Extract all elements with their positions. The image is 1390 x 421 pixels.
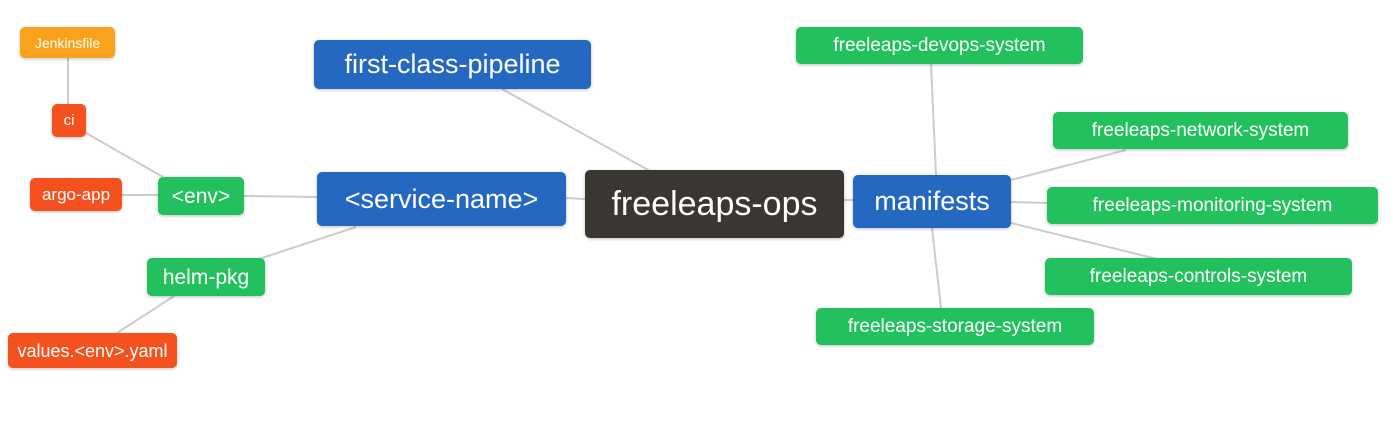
node-manifests[interactable]: manifests: [853, 175, 1011, 228]
edge-env-service-name: [243, 195, 318, 198]
node-freeleaps-controls-system[interactable]: freeleaps-controls-system: [1045, 258, 1352, 295]
node-jenkinsfile[interactable]: Jenkinsfile: [20, 27, 115, 58]
edge-manifests-monitoring: [1010, 201, 1048, 204]
edge-manifests-controls: [1010, 222, 1158, 260]
edge-pipeline-ops: [501, 88, 651, 172]
edge-service-name-ops: [565, 197, 586, 200]
node-freeleaps-monitoring-system[interactable]: freeleaps-monitoring-system: [1047, 187, 1378, 224]
node-freeleaps-storage-system[interactable]: freeleaps-storage-system: [816, 308, 1094, 345]
node-first-class-pipeline[interactable]: first-class-pipeline: [314, 40, 591, 89]
edge-manifests-network: [1010, 149, 1127, 181]
node-ci[interactable]: ci: [52, 104, 86, 137]
node-helm-pkg[interactable]: helm-pkg: [147, 258, 265, 296]
node-service-name[interactable]: <service-name>: [317, 172, 566, 226]
node-values-env-yaml[interactable]: values.<env>.yaml: [8, 333, 177, 368]
node-freeleaps-ops[interactable]: freeleaps-ops: [585, 170, 844, 238]
edge-ci-env: [85, 132, 164, 178]
edge-values-helm-pkg: [116, 295, 175, 334]
node-env[interactable]: <env>: [158, 177, 244, 215]
edge-helm-pkg-service-name: [261, 226, 357, 259]
node-argo-app[interactable]: argo-app: [30, 178, 122, 211]
edge-manifests-devops: [930, 63, 937, 176]
node-freeleaps-devops-system[interactable]: freeleaps-devops-system: [796, 27, 1083, 64]
node-freeleaps-network-system[interactable]: freeleaps-network-system: [1053, 112, 1348, 149]
edge-manifests-storage: [931, 227, 942, 309]
